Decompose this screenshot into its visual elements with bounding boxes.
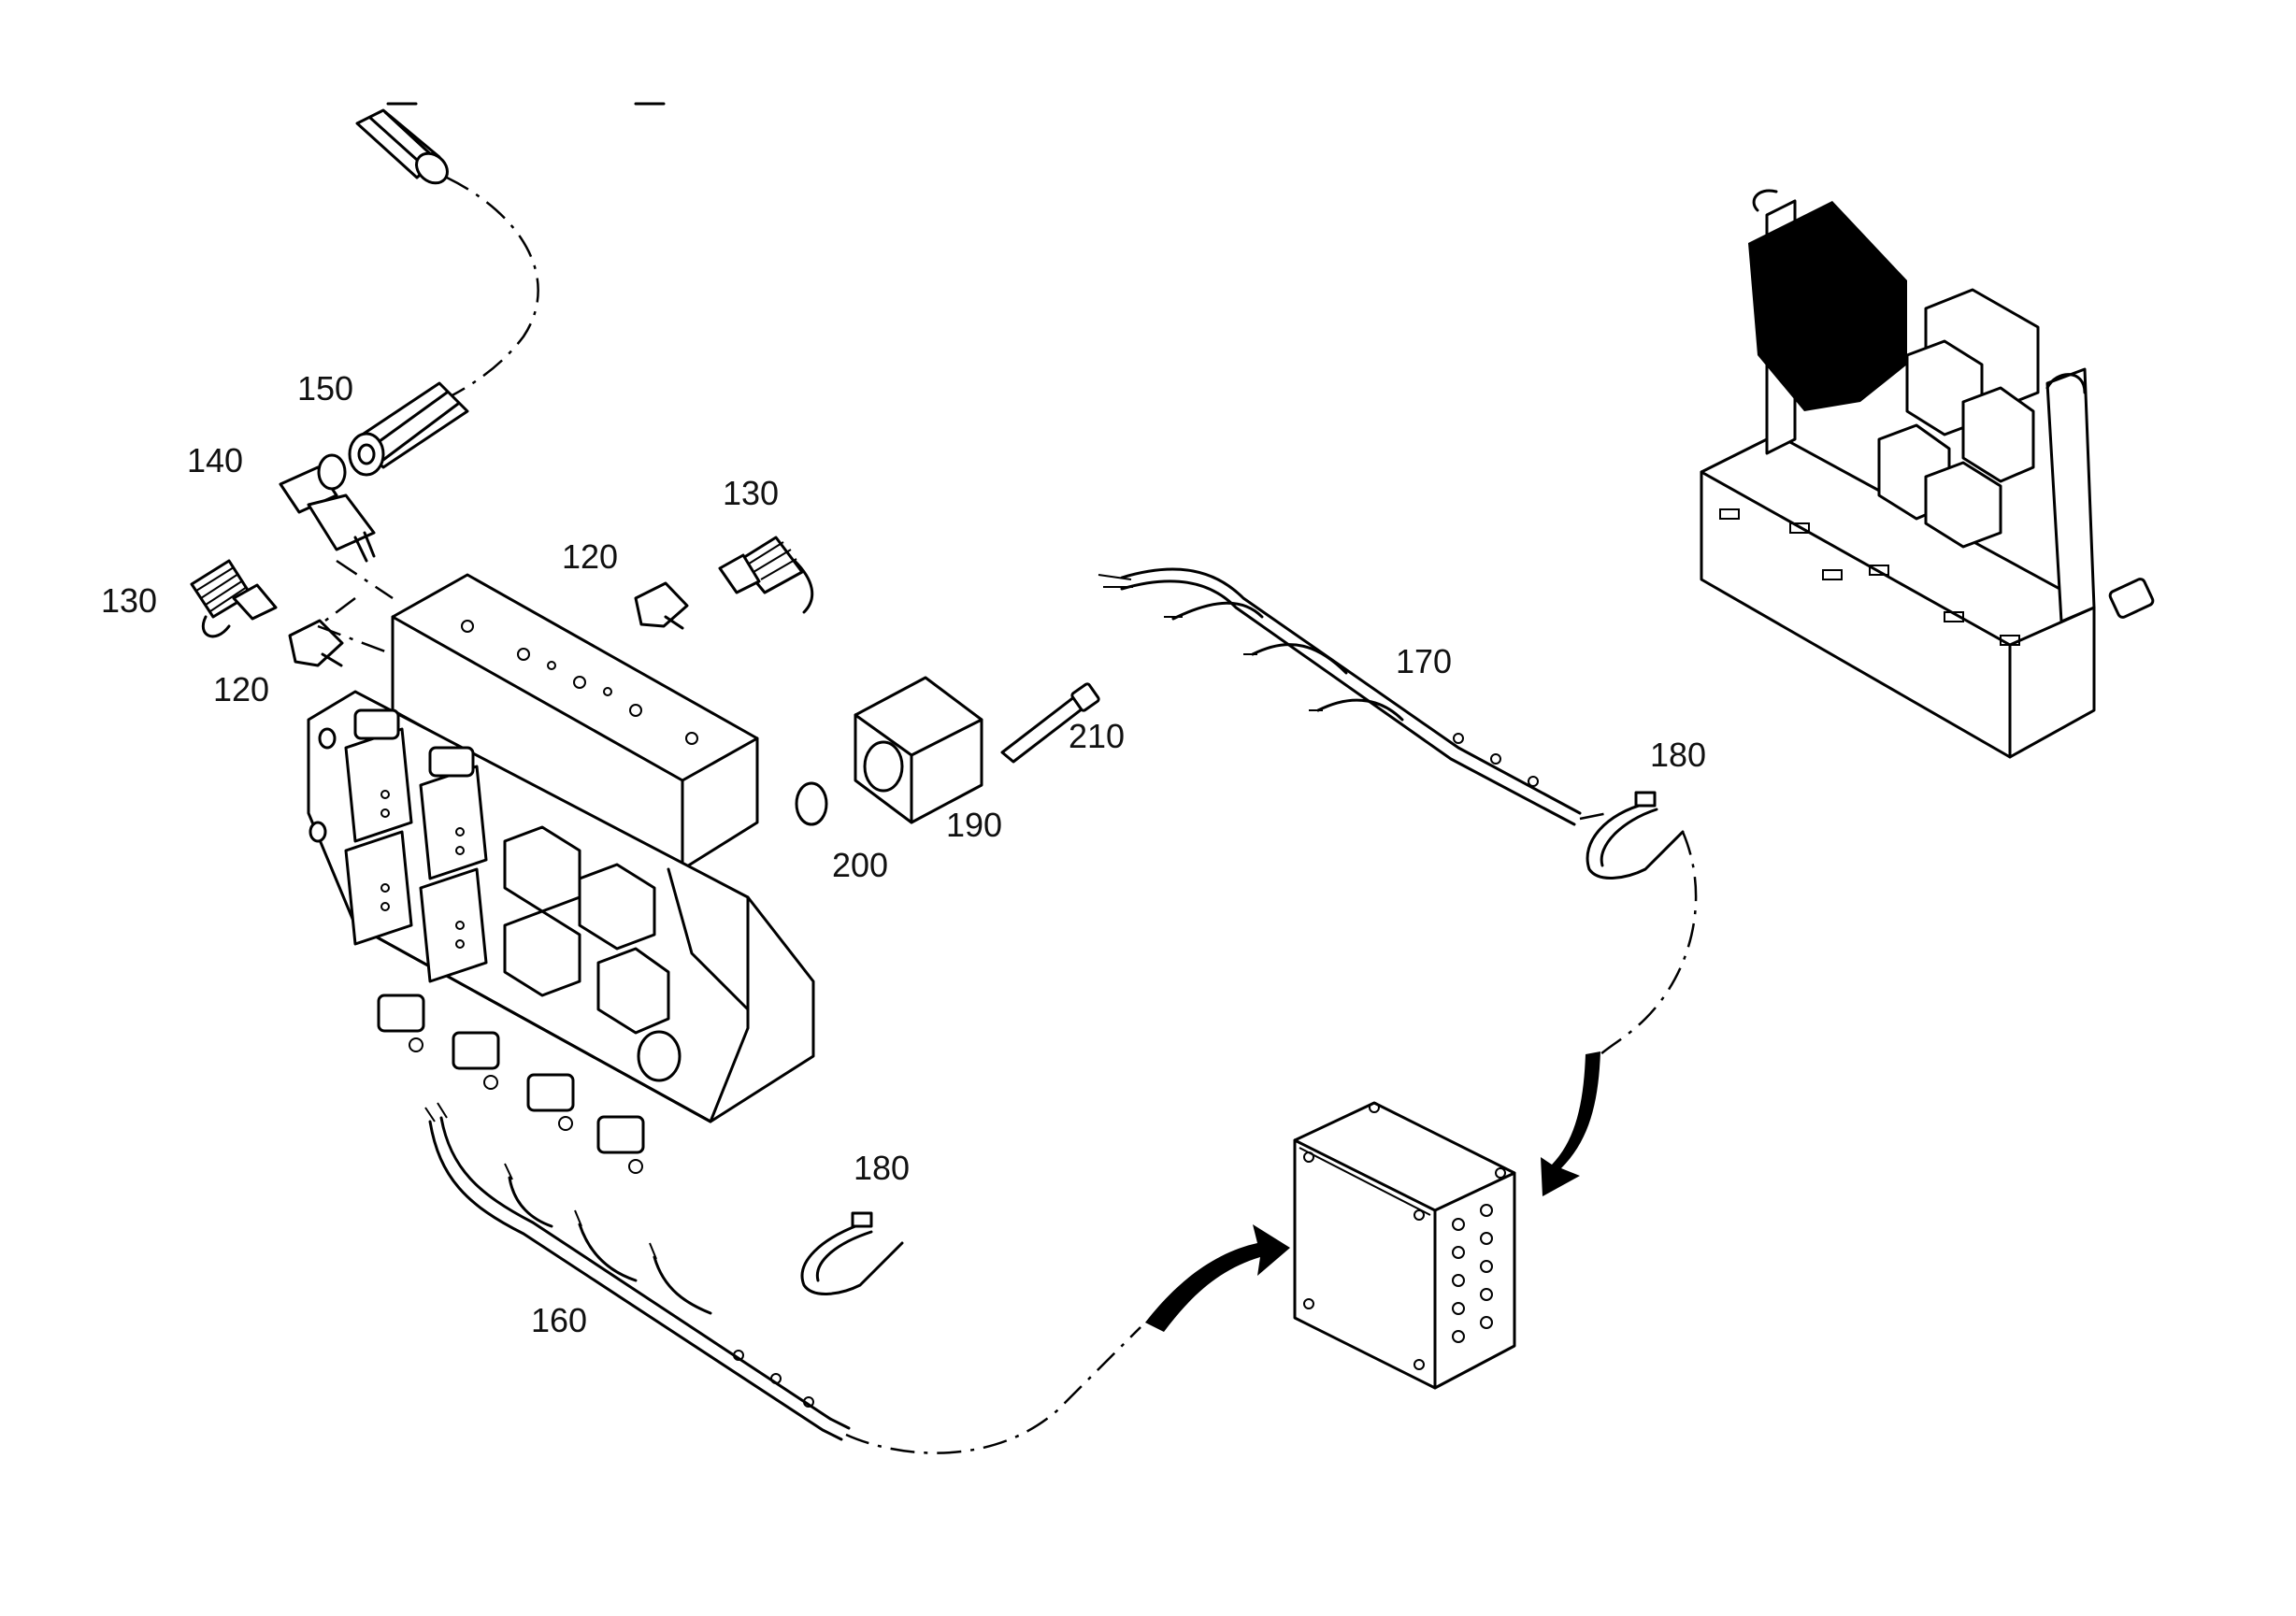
callout-180-right: 180 [1650, 736, 1706, 774]
callout-200: 200 [832, 846, 888, 884]
overview-valve-block [1748, 201, 1907, 411]
harness-170-dashed-line [1579, 811, 1609, 821]
clip-180-right [1586, 791, 1685, 880]
o-ring-200 [795, 781, 828, 826]
valve-block-assembly [307, 573, 815, 1174]
hose-end-fitting [355, 108, 449, 185]
solenoid-upper-middle [419, 746, 488, 880]
junction-box-screws [1303, 1151, 1425, 1370]
callout-180-left: 180 [854, 1149, 910, 1187]
callout-130-right: 130 [723, 474, 779, 512]
junction-box-glands [1452, 1204, 1493, 1343]
callout-150: 150 [297, 369, 353, 408]
arrow-to-junction-box-left [1145, 1224, 1290, 1332]
elbow-fitting-140 [279, 453, 376, 563]
valve-covers [503, 825, 670, 1035]
callout-120-upper: 120 [562, 537, 618, 576]
bolt-210 [1000, 682, 1100, 764]
callout-210: 210 [1069, 717, 1125, 755]
solenoid-lower-middle [419, 867, 488, 983]
callout-labels: 150 140 130 130 120 120 170 210 190 200 … [101, 369, 1706, 1339]
arrow-to-junction-box-right [1541, 1051, 1600, 1196]
plug-120-upper [634, 581, 689, 630]
overview-slots [1719, 508, 2020, 646]
hose-dashed-line [438, 176, 539, 404]
coil-connectors [377, 994, 645, 1174]
junction-box [1293, 1101, 1516, 1390]
callout-170: 170 [1396, 642, 1452, 680]
leader-140-line [315, 597, 394, 656]
clip-180-left [800, 1211, 904, 1295]
solenoid-lower-left [344, 830, 413, 946]
wire-harness-170 [1098, 567, 1582, 826]
leader-150-line [336, 559, 394, 600]
overview-thumbnail [1700, 189, 2155, 759]
breather-130-left [190, 559, 278, 638]
wire-harness-160 [424, 1102, 851, 1441]
callout-130-left: 130 [101, 581, 157, 620]
solenoid-upper-left [344, 708, 413, 843]
manifold-holes [461, 620, 698, 745]
overview-valves [1877, 288, 2155, 619]
callout-120-lower: 120 [213, 670, 269, 708]
cover-block-190 [854, 676, 983, 824]
breather-130-right [718, 536, 814, 614]
harness-160-dashed-line [845, 1326, 1141, 1454]
callout-140: 140 [187, 441, 243, 479]
plug-120-lower [288, 619, 344, 667]
callout-190: 190 [946, 806, 1002, 844]
clip-180-dashed-line [1598, 831, 1698, 1057]
callout-160: 160 [531, 1301, 587, 1339]
fitting-150 [348, 381, 469, 477]
